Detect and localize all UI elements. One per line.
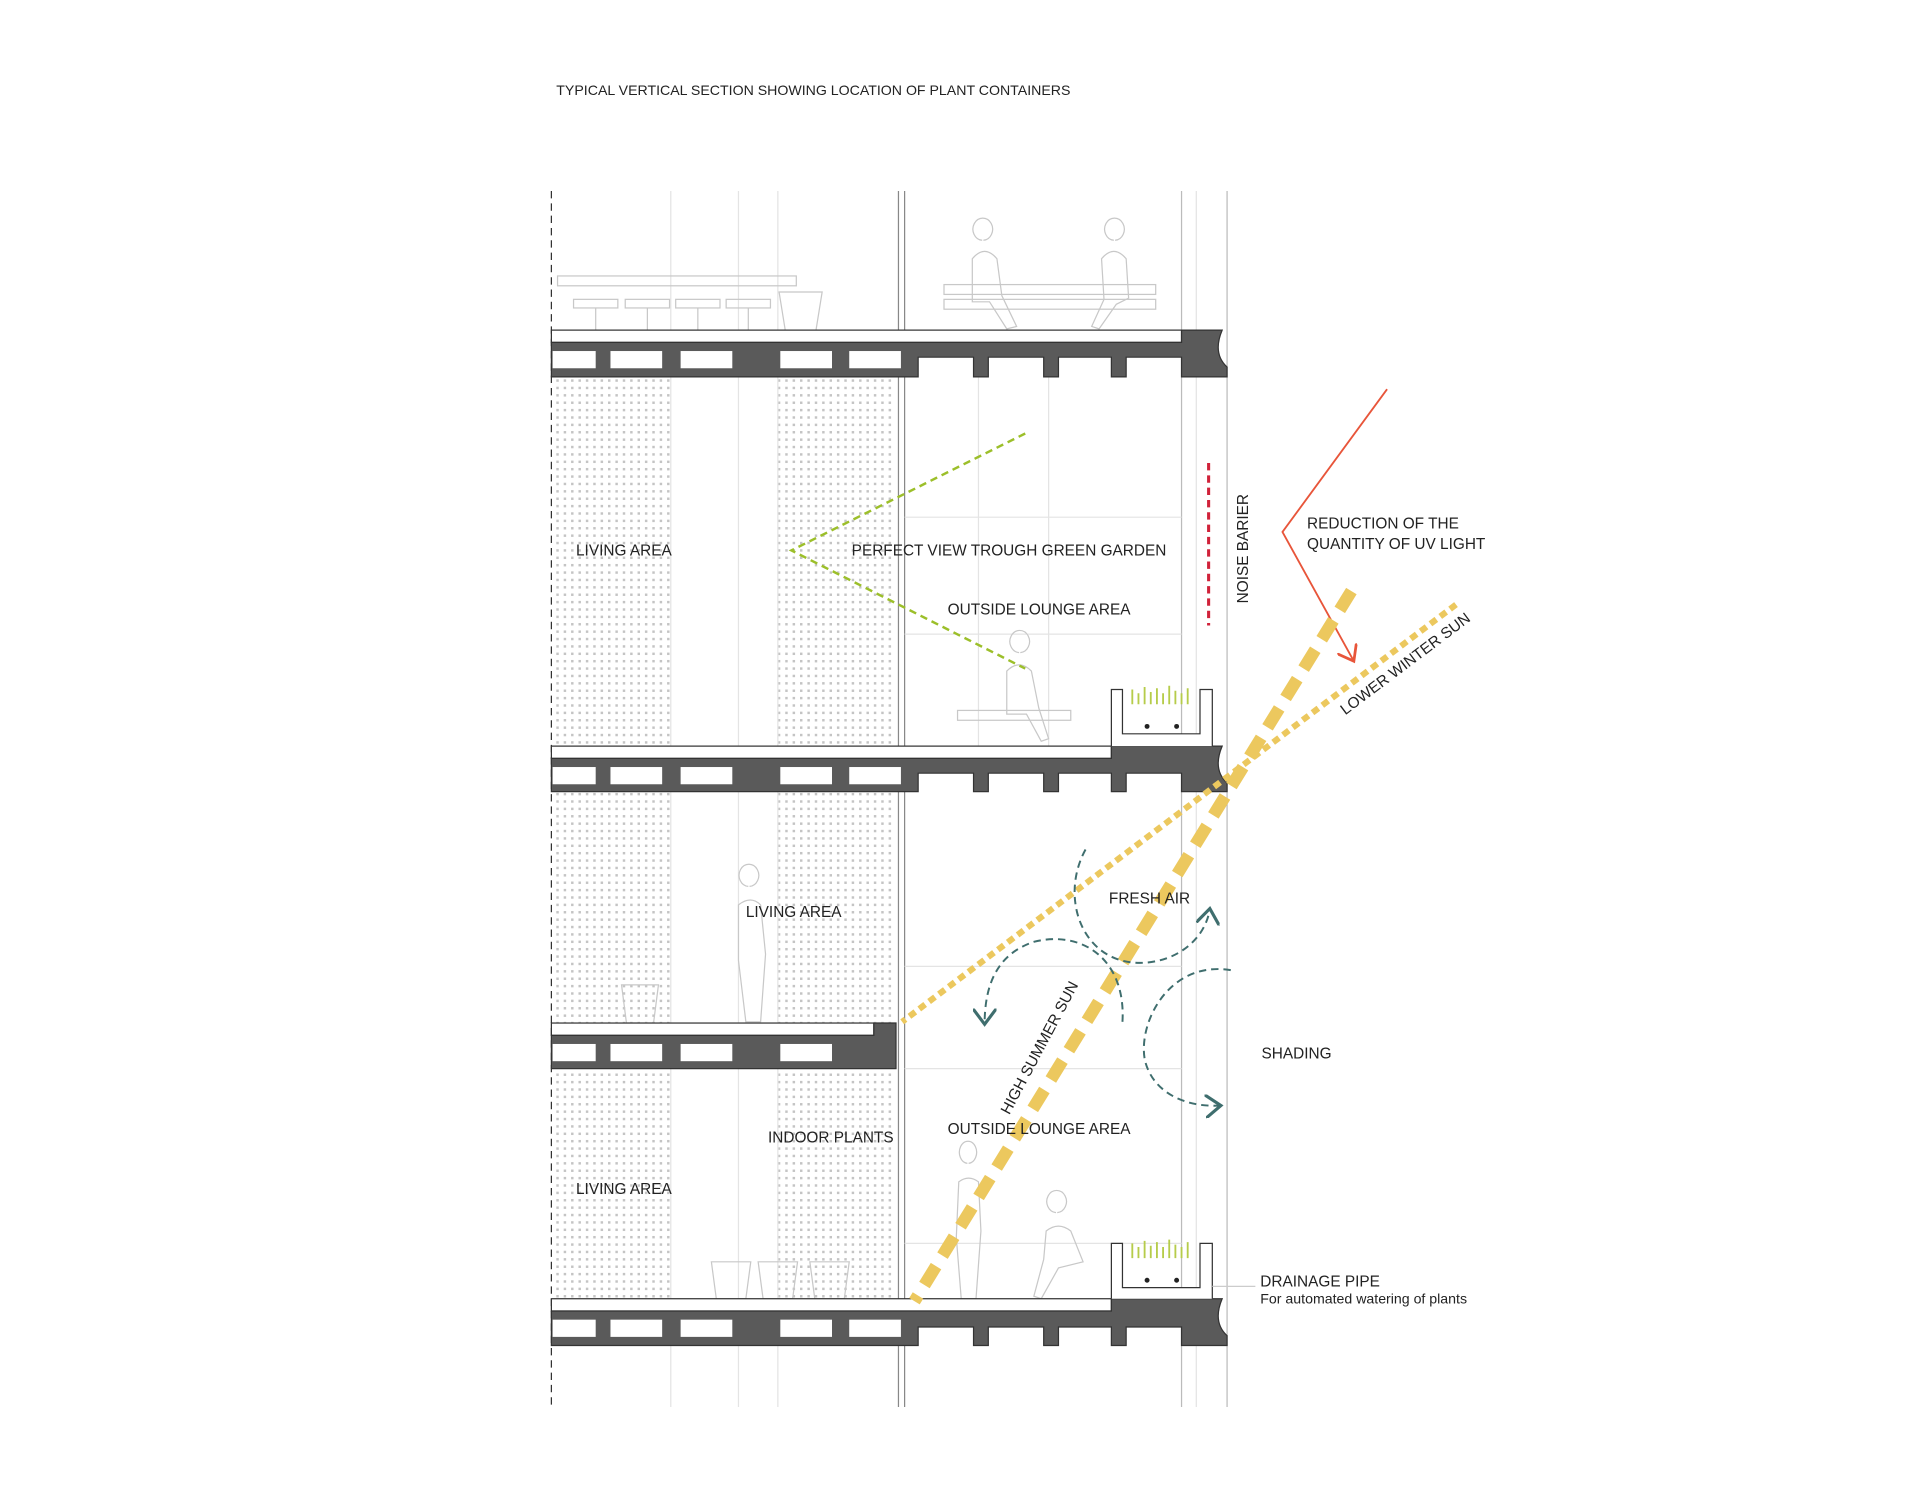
- floor-slab-3-partial: [550, 1022, 897, 1070]
- plant-pot: [710, 1261, 752, 1300]
- fresh-air-flow: [985, 849, 1231, 1106]
- person-standing: [737, 863, 767, 1023]
- label-living-area-top: LIVING AREA: [576, 542, 672, 559]
- label-winter-sun: LOWER WINTER SUN: [1337, 610, 1473, 719]
- label-fresh-air: FRESH AIR: [1109, 891, 1190, 908]
- label-noise-barrier: NOISE BARIER: [1235, 494, 1252, 603]
- label-drainage-note: For automated watering of plants: [1260, 1291, 1467, 1307]
- label-uv-line1: REDUCTION OF THE: [1307, 515, 1459, 532]
- structural-gridlines: [550, 191, 1228, 1408]
- interior-screen-panels: [552, 376, 896, 1299]
- summer-sun-ray: [909, 587, 1357, 1305]
- floor-slab-4: [550, 1298, 1228, 1347]
- label-outside-lounge-top: OUTSIDE LOUNGE AREA: [948, 601, 1132, 618]
- person-seated: [1033, 1189, 1084, 1300]
- label-drainage-pipe: DRAINAGE PIPE: [1260, 1273, 1380, 1290]
- floor-slab-2: [550, 745, 1228, 793]
- plant-pot: [778, 291, 823, 331]
- furniture-and-people: [556, 217, 1157, 1300]
- planter-container-lower: [1110, 1239, 1256, 1299]
- planter-container-upper: [1110, 685, 1213, 747]
- person-seated: [1006, 629, 1050, 742]
- diagram-title: TYPICAL VERTICAL SECTION SHOWING LOCATIO…: [556, 82, 1070, 98]
- label-indoor-plants: INDOOR PLANTS: [768, 1129, 894, 1146]
- label-outside-lounge-bottom: OUTSIDE LOUNGE AREA: [948, 1121, 1132, 1138]
- drainage-pipe-icon: [1144, 1277, 1150, 1283]
- label-uv-line2: QUANTITY OF UV LIGHT: [1307, 536, 1486, 553]
- uv-reduction-arrow: [1281, 388, 1388, 661]
- view-sightline: [788, 432, 1026, 670]
- person-seated: [971, 217, 1018, 330]
- drainage-pipe-icon: [1144, 723, 1150, 729]
- floor-slab-1: [550, 329, 1228, 378]
- annotations: LIVING AREA PERFECT VIEW TROUGH GREEN GA…: [576, 494, 1486, 1307]
- label-living-area-bottom: LIVING AREA: [576, 1181, 672, 1198]
- winter-sun-ray: [900, 602, 1458, 1025]
- person-seated: [1090, 217, 1130, 330]
- label-living-area-mid: LIVING AREA: [746, 904, 842, 921]
- label-perfect-view: PERFECT VIEW TROUGH GREEN GARDEN: [852, 542, 1167, 559]
- label-shading: SHADING: [1262, 1046, 1332, 1063]
